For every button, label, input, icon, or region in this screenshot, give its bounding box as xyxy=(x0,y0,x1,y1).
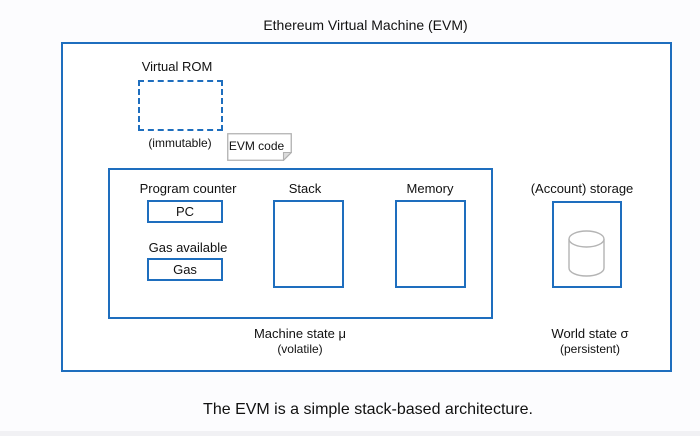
virtual-rom-dashed-box: EVM code xyxy=(138,80,292,161)
stack-box xyxy=(273,200,344,288)
diagram-title: Ethereum Virtual Machine (EVM) xyxy=(263,17,468,33)
evm-code-note: EVM code xyxy=(227,133,292,161)
evm-outer-box: Virtual ROM EVM code (immutable) Program… xyxy=(61,42,672,372)
immutable-label: (immutable) xyxy=(148,136,212,150)
gas-box: Gas xyxy=(147,258,223,281)
pc-box: PC xyxy=(147,200,223,223)
memory-label: Memory xyxy=(406,181,454,196)
account-storage-label: (Account) storage xyxy=(530,181,634,196)
note-shape-icon xyxy=(227,133,292,161)
evm-code-label: EVM code xyxy=(228,139,285,153)
footer-caption: The EVM is a simple stack-based architec… xyxy=(203,401,533,418)
volatile-label: (volatile) xyxy=(277,342,323,356)
world-state-label: World state σ xyxy=(551,326,629,341)
machine-state-box: Program counter PC Gas available Gas Sta… xyxy=(108,168,493,319)
machine-state-label: Machine state μ xyxy=(253,326,347,341)
database-cylinder-icon xyxy=(568,230,605,277)
persistent-label: (persistent) xyxy=(559,342,621,356)
world-state-caption: World state σ (persistent) xyxy=(520,325,660,357)
machine-state-caption: Machine state μ (volatile) xyxy=(200,325,400,357)
virtual-rom-label: Virtual ROM xyxy=(141,59,213,74)
program-counter-label: Program counter xyxy=(139,181,237,196)
stack-label: Stack xyxy=(288,181,322,196)
bottom-edge-strip xyxy=(0,431,700,436)
memory-box xyxy=(395,200,466,288)
gas-available-label: Gas available xyxy=(148,240,228,255)
account-storage-box xyxy=(552,201,622,288)
